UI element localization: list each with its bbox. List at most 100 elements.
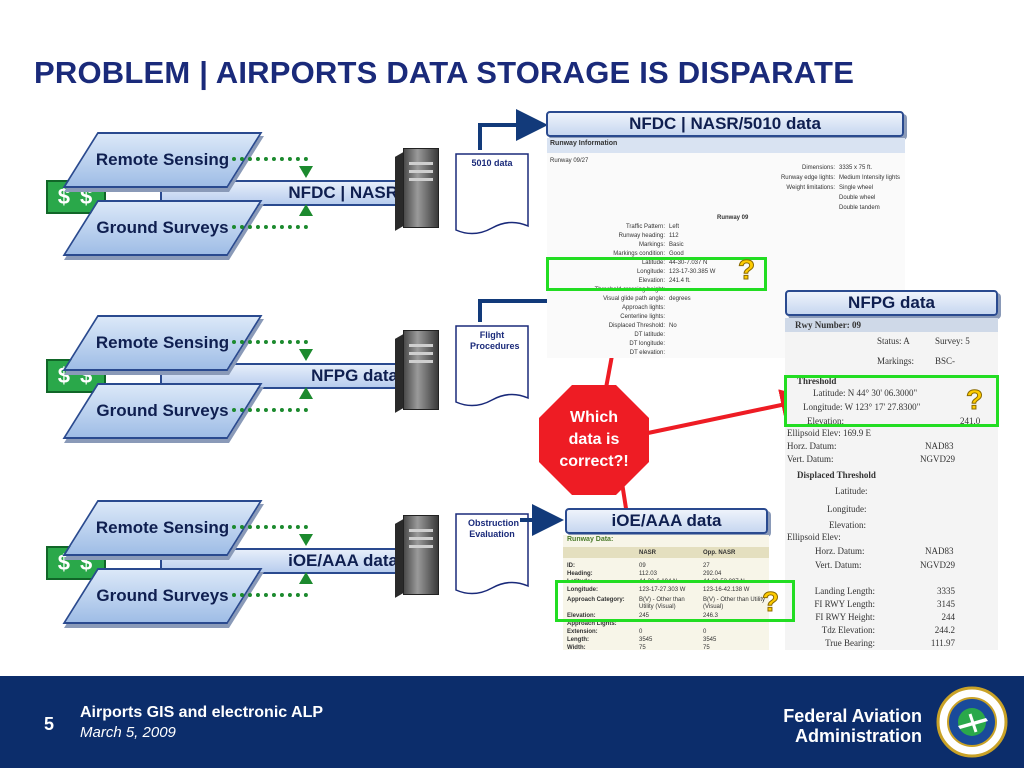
data-cell: ID:	[567, 563, 575, 569]
arrow-up-icon	[299, 387, 313, 399]
data-cell: 3335 x 75 ft.	[839, 165, 873, 171]
data-cell: Dimensions:	[801, 165, 835, 171]
ground-surveys-label: Ground Surveys	[96, 401, 229, 420]
data-cell: 3145	[937, 599, 955, 609]
faa-seal-icon	[936, 686, 1008, 758]
arrow-up-icon	[299, 572, 313, 584]
data-cell: 292.04	[703, 571, 722, 577]
data-cell: Single wheel	[839, 185, 874, 191]
data-cell: 245	[639, 613, 650, 619]
remote-sensing-label: Remote Sensing	[95, 333, 230, 352]
data-cell: Extension:	[567, 629, 598, 635]
data-cell: Approach Lights:	[567, 621, 617, 627]
flow-connector	[232, 340, 308, 344]
highlight-nfpg	[784, 375, 999, 427]
data-cell: DT elevation:	[629, 350, 665, 356]
data-cell: FI RWY Height:	[815, 612, 875, 622]
data-cell: 0	[639, 629, 643, 635]
runway-subheading: Runway 09	[717, 215, 749, 221]
data-cell: 44-30-7.037 N	[669, 260, 708, 266]
document-icon-5010: 5010 data	[452, 150, 532, 240]
document-icon-obstruction: Obstruction Evaluation	[452, 510, 532, 600]
data-cell: Left	[669, 224, 680, 230]
org-name-line2: Administration	[794, 726, 922, 746]
data-cell: DT longitude:	[629, 341, 665, 347]
data-cell: True Bearing:	[825, 638, 875, 648]
data-cell: Approach Category:	[567, 597, 625, 603]
footer-title: Airports GIS and electronic ALP	[80, 704, 324, 721]
nfpg-data-panel: Rwy Number: 09 Status: A Survey: 5 Marki…	[785, 318, 998, 650]
remote-sensing-source: Remote Sensing	[62, 315, 263, 371]
server-icon	[395, 148, 439, 231]
flow-connector	[232, 157, 308, 161]
data-cell: Basic	[669, 242, 684, 248]
slide-footer: 5 Airports GIS and electronic ALP March …	[0, 676, 1024, 768]
data-cell: Longitude:	[567, 587, 598, 593]
data-cell: Markings:	[638, 242, 665, 248]
data-cell: Traffic Pattern:	[625, 224, 665, 230]
data-cell: 27	[703, 563, 710, 569]
ground-surveys-source: Ground Surveys	[62, 568, 263, 624]
remote-sensing-label: Remote Sensing	[95, 150, 230, 169]
data-cell: Latitude:	[641, 260, 665, 266]
arrow-down-icon	[299, 166, 313, 178]
data-cell: 244	[941, 612, 956, 622]
arrow-up-icon	[299, 204, 313, 216]
data-cell: 09	[639, 563, 646, 569]
panel-heading: Runway Information	[547, 138, 905, 153]
data-cell: 123-16-42.138 W	[703, 587, 750, 593]
data-cell: 3545	[703, 637, 717, 643]
data-cell: Runway edge lights:	[780, 175, 835, 181]
data-cell: Elevation:	[638, 278, 665, 284]
remote-sensing-source: Remote Sensing	[62, 500, 263, 556]
callout-which-data: Which data is correct?!	[539, 385, 649, 495]
header-ioe: iOE/AAA data	[565, 508, 768, 534]
server-icon	[395, 330, 439, 413]
data-cell: 123-17-30.385 W	[669, 269, 716, 275]
arrow-down-icon	[299, 349, 313, 361]
data-cell: Good	[669, 251, 684, 257]
data-cell: No	[669, 323, 677, 329]
data-cell: DT latitude:	[634, 332, 665, 338]
data-cell: 75	[703, 645, 710, 650]
data-cell: Centerline lights:	[620, 314, 665, 320]
slide-number: 5	[44, 714, 55, 734]
remote-sensing-label: Remote Sensing	[95, 518, 230, 537]
data-cell: Elevation:	[567, 613, 596, 619]
flow-connector	[232, 593, 308, 597]
data-cell: 244.2	[934, 625, 955, 635]
data-cell: degrees	[669, 296, 691, 302]
data-cell: 246.3	[703, 613, 719, 619]
highlight-ioe	[555, 580, 795, 622]
data-cell: Width:	[567, 645, 586, 650]
data-cell: Displaced Threshold:	[608, 323, 665, 329]
ground-surveys-label: Ground Surveys	[96, 218, 229, 237]
data-cell: 241.4 ft.	[669, 278, 691, 284]
data-cell: Length:	[567, 637, 589, 643]
data-cell: 75	[639, 645, 646, 650]
ground-surveys-label: Ground Surveys	[96, 586, 229, 605]
ground-surveys-source: Ground Surveys	[62, 383, 263, 439]
server-icon	[395, 515, 439, 598]
data-cell: 0	[703, 629, 707, 635]
data-cell: 123-17-27.303 W	[639, 587, 686, 593]
data-cell: Runway heading:	[618, 233, 665, 239]
data-cell: Markings condition:	[613, 251, 665, 257]
question-mark: ?	[761, 586, 780, 618]
org-name-line1: Federal Aviation	[783, 706, 922, 726]
nasr-data-panel: Runway Information Runway 09/27 Dimensio…	[547, 138, 905, 358]
question-mark: ?	[965, 384, 984, 416]
slide-title: PROBLEM | AIRPORTS DATA STORAGE IS DISPA…	[34, 55, 855, 90]
flow-connector	[232, 225, 308, 229]
data-cell: Double wheel	[839, 195, 876, 201]
document-icon-flight-procedures: Flight Procedures	[452, 322, 532, 412]
data-cell: Medium Intensity lights	[839, 175, 901, 181]
data-cell: B(V) - Other than Utility (Visual)	[639, 597, 685, 610]
data-cell: Double tandem	[839, 205, 880, 211]
data-cell: Tdz Elevation:	[821, 625, 875, 635]
runway-id: Runway 09/27	[550, 158, 589, 164]
data-cell: Longitude:	[636, 269, 665, 275]
ground-surveys-source: Ground Surveys	[62, 200, 263, 256]
question-mark: ?	[737, 254, 756, 286]
